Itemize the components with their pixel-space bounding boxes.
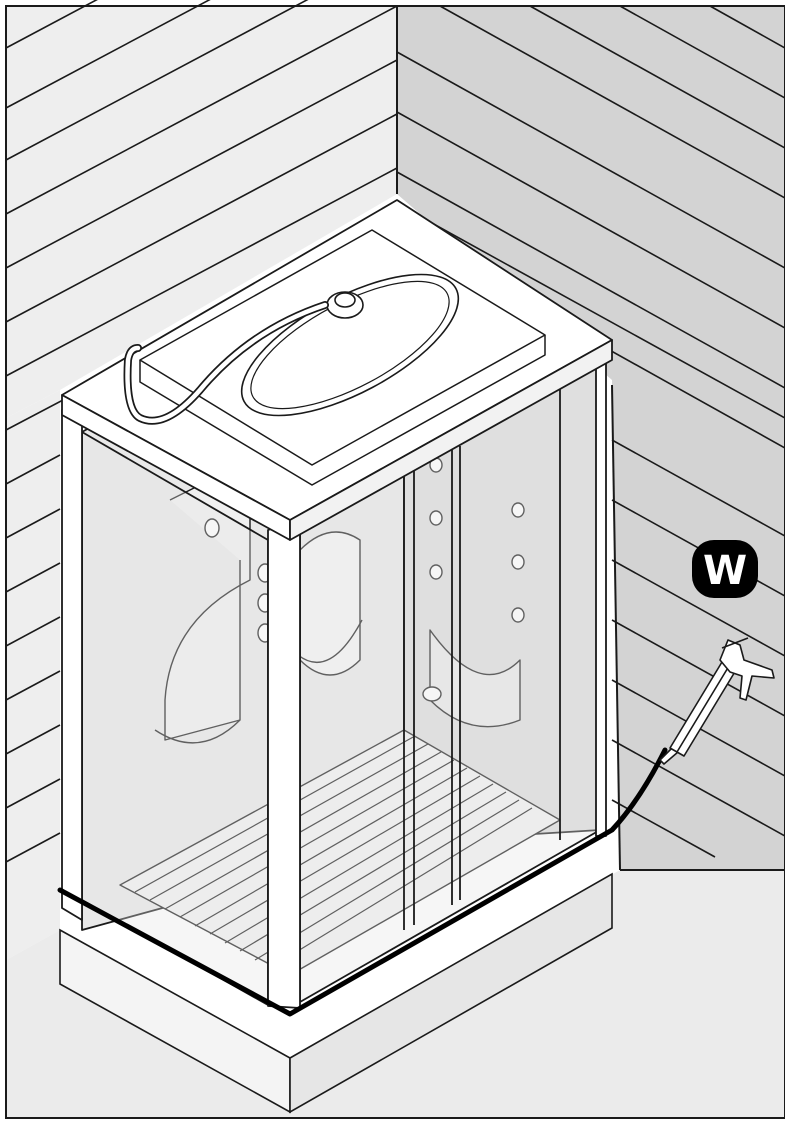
shower-tray bbox=[59, 872, 613, 1114]
centre-seat bbox=[299, 531, 361, 676]
left-wall-lower bbox=[6, 390, 60, 960]
shower-cabin bbox=[61, 199, 613, 1009]
front-corner-post bbox=[267, 519, 301, 1009]
step-badge-letter: W bbox=[703, 548, 747, 594]
tray-side-face bbox=[289, 872, 613, 1114]
caulking-gun-icon bbox=[659, 637, 775, 765]
left-corner-shelf-panel bbox=[164, 459, 251, 741]
room-outlines bbox=[5, 5, 785, 1119]
right-corner-post bbox=[595, 354, 607, 837]
shower-hose-inner bbox=[125, 302, 328, 424]
right-wall-planks bbox=[396, 5, 785, 858]
floor-grating-slats bbox=[134, 735, 533, 969]
shower-fitting-top bbox=[334, 292, 356, 308]
sealant-bead bbox=[57, 747, 668, 1017]
door-knob bbox=[422, 686, 442, 702]
caulking-trigger bbox=[719, 639, 775, 701]
step-badge: W bbox=[692, 540, 758, 598]
step-badge-box bbox=[692, 540, 758, 598]
roof-side-edge bbox=[289, 339, 613, 541]
sliding-door-frames bbox=[403, 385, 561, 930]
left-corner-post bbox=[61, 409, 83, 921]
left-shelf-basket bbox=[154, 719, 241, 744]
right-massage-jets bbox=[429, 457, 525, 623]
centre-seat-basket bbox=[297, 619, 363, 664]
left-wall bbox=[6, 6, 397, 418]
roof-raised-panel-lip bbox=[139, 335, 546, 486]
right-wall bbox=[397, 6, 785, 870]
